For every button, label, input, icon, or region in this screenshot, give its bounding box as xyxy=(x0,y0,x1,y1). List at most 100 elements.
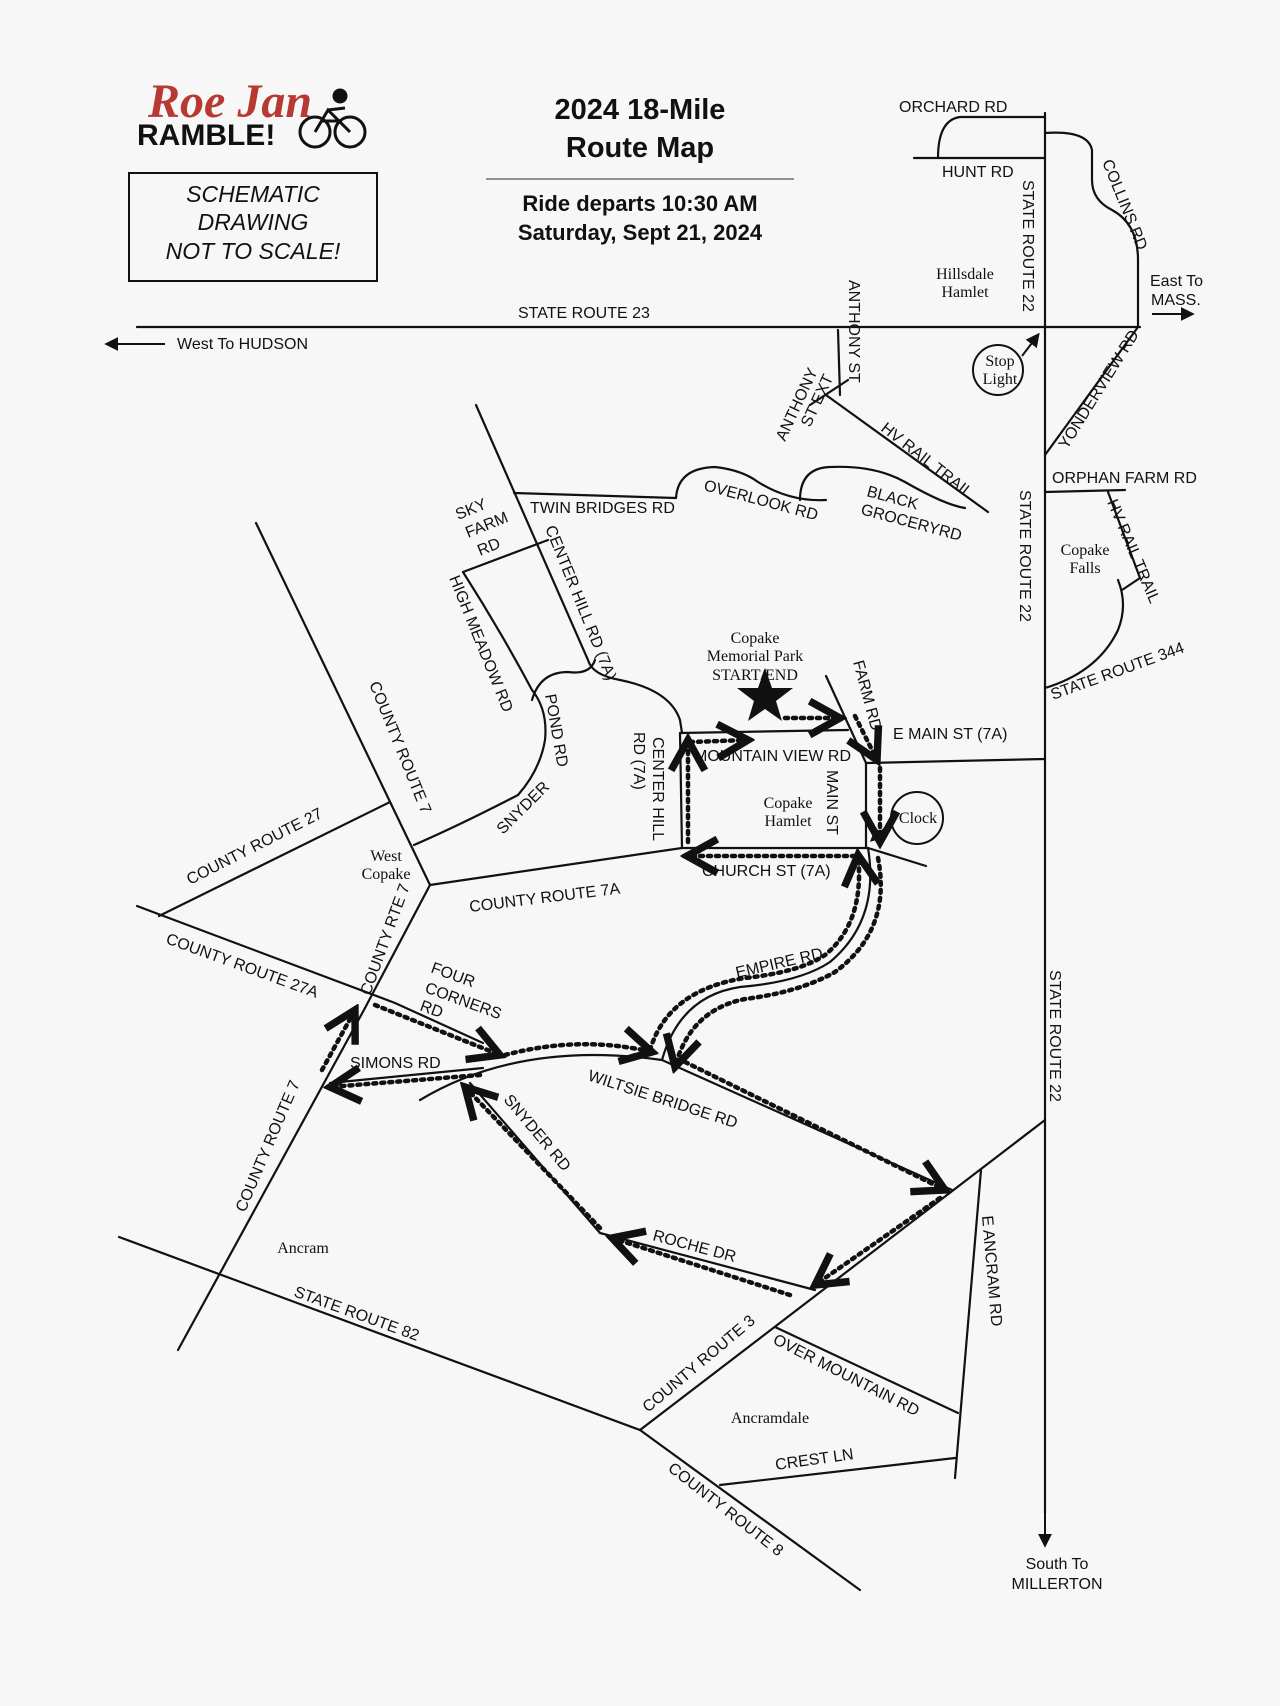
label-farm-rd: FARM RD xyxy=(849,659,884,733)
label-park-1: Copake xyxy=(731,630,780,647)
label-west-copake-2: Copake xyxy=(362,866,411,883)
label-park-3: START/END xyxy=(712,667,798,684)
road-labels: ORCHARD RD HUNT RD COLLINS RD STATE ROUT… xyxy=(164,99,1197,1560)
label-south-2: MILLERTON xyxy=(1012,1576,1103,1593)
label-yonderview-rd: YONDERVIEW RD xyxy=(1056,327,1143,452)
county-route-27a-road xyxy=(135,904,485,1045)
label-crest-ln: CREST LN xyxy=(774,1446,854,1474)
direction-labels: East To MASS. West To HUDSON South To MI… xyxy=(177,273,1203,1593)
route-segment-county-3 xyxy=(815,1195,943,1285)
bicycle-icon xyxy=(298,88,367,149)
logo-ramble: RAMBLE! xyxy=(137,119,275,152)
route-segment-roche-west xyxy=(612,1238,793,1298)
overlook-rd-road xyxy=(512,465,828,502)
label-ancram: Ancram xyxy=(277,1240,329,1257)
label-copake-hamlet-1: Copake xyxy=(764,795,813,812)
label-mountain-view-rd: MOUNTAIN VIEW RD xyxy=(694,748,851,765)
place-labels: Hillsdale Hamlet Stop Light Copake Falls… xyxy=(277,266,1109,1427)
label-over-mountain-rd: OVER MOUNTAIN RD xyxy=(770,1331,922,1419)
departure-date: Saturday, Sept 21, 2024 xyxy=(518,220,763,245)
e-ancram-rd-road xyxy=(953,1168,983,1480)
label-county-rte-7: COUNTY RTE 7 xyxy=(358,882,414,998)
label-collins-rd: COLLINS RD xyxy=(1098,157,1150,252)
yonderview-rd-road xyxy=(1043,325,1140,457)
map-title-line2: Route Map xyxy=(566,132,714,164)
label-state-route-22-south: STATE ROUTE 22 xyxy=(1046,970,1063,1102)
label-four-corners-3: RD xyxy=(418,998,446,1022)
pond-rd-road xyxy=(530,658,597,702)
label-state-route-23: STATE ROUTE 23 xyxy=(518,305,650,322)
label-east-1: East To xyxy=(1150,273,1203,290)
roads xyxy=(117,111,1142,1592)
label-state-route-22-north: STATE ROUTE 22 xyxy=(1019,180,1036,312)
route-segment-mountain-view-east xyxy=(687,740,748,742)
label-clock: Clock xyxy=(899,810,937,827)
label-sky-farm-3: RD xyxy=(475,535,503,559)
disclaimer-line1: SCHEMATIC xyxy=(186,181,320,207)
label-e-main-st: E MAIN ST (7A) xyxy=(893,726,1007,743)
logo-roe-jan: Roe Jan xyxy=(147,75,312,128)
collins-rd-road xyxy=(1043,131,1140,329)
disclaimer-box xyxy=(128,172,378,282)
center-hill-rd-connector-road xyxy=(678,731,684,850)
route-segment-snyder-north xyxy=(465,1087,603,1231)
route-segment-wiltsie-return xyxy=(502,1044,652,1055)
ride-route xyxy=(319,713,945,1298)
route-segment-county-7-north xyxy=(319,1010,355,1073)
stop-light-circle xyxy=(972,344,1024,396)
label-church-st: CHURCH ST (7A) xyxy=(702,863,831,880)
hv-rail-trail-north-road xyxy=(824,393,990,514)
label-copake-hamlet-2: Hamlet xyxy=(764,813,812,830)
orchard-rd-road xyxy=(936,115,1047,160)
label-west-copake-1: West xyxy=(370,848,402,865)
label-state-route-22-middle: STATE ROUTE 22 xyxy=(1016,490,1033,622)
route-segment-simons-west xyxy=(330,1075,483,1087)
route-segment-four-corners xyxy=(372,1002,500,1055)
black-grocery-rd-road xyxy=(798,465,967,510)
label-hunt-rd: HUNT RD xyxy=(942,164,1014,181)
label-east-2: MASS. xyxy=(1151,292,1201,309)
disclaimer-line2: DRAWING xyxy=(198,209,309,235)
label-county-route-3: COUNTY ROUTE 3 xyxy=(640,1312,759,1416)
label-roche-dr: ROCHE DR xyxy=(651,1227,738,1266)
label-hv-rail-trail-south: HV RAIL TRAIL xyxy=(1103,497,1162,606)
label-south-1: South To xyxy=(1026,1556,1089,1573)
label-center-hill-1: CENTER HILL xyxy=(649,737,666,841)
stop-light-pointer-icon xyxy=(1021,332,1040,357)
label-center-hill-rd-7a: CENTER HILL RD (7A) xyxy=(541,523,619,683)
label-ancramdale: Ancramdale xyxy=(731,1410,809,1427)
clock-circle xyxy=(890,791,944,845)
disclaimer-line3: NOT TO SCALE! xyxy=(166,238,341,264)
label-stop-light-2: Light xyxy=(983,371,1018,388)
route-segment-empire-return xyxy=(647,855,859,1053)
label-e-ancram-rd: E ANCRAM RD xyxy=(978,1215,1005,1327)
label-orphan-farm-rd: ORPHAN FARM RD xyxy=(1052,470,1197,487)
over-mountain-rd-road xyxy=(773,1325,960,1415)
hv-rail-trail-south-road xyxy=(1106,490,1142,592)
orphan-farm-rd-road xyxy=(1043,488,1127,494)
center-hill-rd-north-road xyxy=(474,403,684,735)
county-rte-7-road xyxy=(363,883,432,1010)
label-copake-falls-2: Falls xyxy=(1069,560,1100,577)
county-route-27-road xyxy=(157,800,392,918)
route-segment-farm-rd xyxy=(855,713,877,760)
start-end-star-icon xyxy=(737,668,793,721)
mountain-view-rd-road xyxy=(678,728,850,735)
label-county-route-27: COUNTY ROUTE 27 xyxy=(184,805,325,888)
label-main-st: MAIN ST xyxy=(823,770,840,835)
county-route-7a-road xyxy=(428,846,684,887)
crest-ln-road xyxy=(718,1456,957,1487)
label-copake-falls-1: Copake xyxy=(1061,542,1110,559)
label-county-route-7-south: COUNTY ROUTE 7 xyxy=(233,1078,304,1215)
label-state-route-344: STATE ROUTE 344 xyxy=(1049,640,1187,704)
county-route-7-north-road xyxy=(254,521,432,887)
label-hillsdale-2: Hamlet xyxy=(941,284,989,301)
label-county-route-8: COUNTY ROUTE 8 xyxy=(665,1460,787,1560)
label-high-meadow-rd: HIGH MEADOW RD xyxy=(445,573,515,715)
high-meadow-rd-road xyxy=(412,570,547,847)
label-west: West To HUDSON xyxy=(177,336,308,353)
e-main-st-road xyxy=(864,757,1047,765)
logo: Roe Jan RAMBLE! xyxy=(137,75,367,152)
